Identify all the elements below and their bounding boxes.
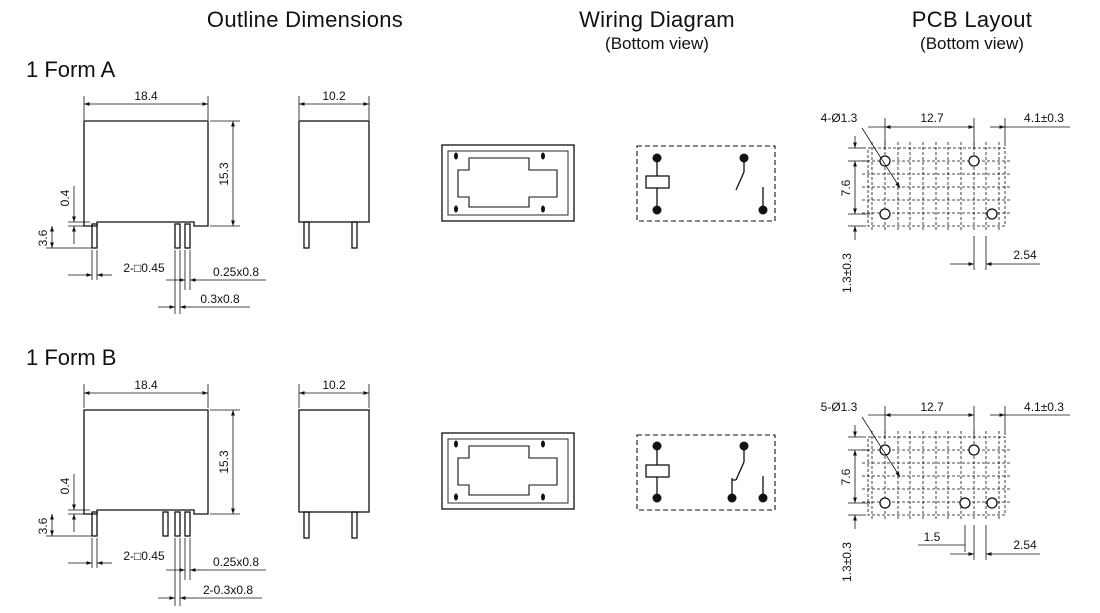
form-a-bottom-view (441, 144, 575, 222)
coil-symbol (645, 464, 670, 478)
side-pin (351, 511, 358, 539)
dim-height: 15.3 (217, 162, 231, 186)
dim-coil-pin: 2-□0.45 (123, 261, 165, 275)
wiring-diagram-subtitle: (Bottom view) (605, 34, 709, 53)
pcb-pitch-x: 12.7 (920, 111, 944, 125)
dim-contact-pin-1: 0.25x0.8 (213, 555, 259, 569)
coil-pin (91, 223, 98, 249)
form-a-front-dimensions (46, 96, 266, 314)
dim-height: 15.3 (217, 450, 231, 474)
switch-blade (735, 171, 745, 191)
pcb-offset-x: 4.1±0.3 (1024, 400, 1064, 414)
contact-pin (184, 511, 191, 537)
contact-pin (184, 223, 191, 249)
coil-pin (91, 511, 98, 537)
pcb-pin-gap: 1.5 (924, 530, 941, 544)
pcb-grid: 2.54 (1013, 248, 1037, 262)
pcb-pitch-y: 7.6 (839, 179, 853, 196)
dim-step: 0.4 (58, 189, 72, 206)
pcb-layout-title: PCB Layout (911, 7, 1033, 32)
pcb-edge: 1.3±0.3 (840, 542, 854, 582)
side-pin (351, 221, 358, 249)
form-b-front-dimensions (46, 384, 266, 606)
form-b-outline-side (298, 409, 370, 539)
relay-body-front (83, 120, 209, 227)
form-a-outline-front (83, 120, 209, 249)
form-b-bottom-view-dots (454, 440, 545, 501)
form-a-outline-side (298, 120, 370, 249)
wiring-diagram-title: Wiring Diagram (579, 7, 735, 32)
pcb-grid: 2.54 (1013, 538, 1037, 552)
outline-dimensions-title: Outline Dimensions (206, 7, 404, 32)
pcb-layout-subtitle: (Bottom view) (920, 34, 1024, 53)
pcb-offset-x: 4.1±0.3 (1024, 111, 1064, 125)
dim-pin-length: 3.6 (36, 229, 50, 246)
relay-body-front (83, 409, 209, 515)
coil-symbol (645, 175, 670, 189)
form-b-outline-front (83, 409, 209, 537)
relay-body-side (298, 409, 370, 513)
dim-depth: 10.2 (322, 378, 346, 392)
dim-coil-pin: 2-□0.45 (123, 549, 165, 563)
pcb-pitch-y: 7.6 (839, 468, 853, 485)
dim-contact-pin-1: 0.25x0.8 (213, 265, 259, 279)
dim-width: 18.4 (134, 378, 158, 392)
switch-blade (735, 461, 745, 481)
dim-depth: 10.2 (322, 89, 346, 103)
contact-pin (174, 511, 181, 537)
relay-body-side (298, 120, 370, 223)
form-a-bottom-view-dots (454, 152, 545, 213)
pcb-edge: 1.3±0.3 (840, 253, 854, 293)
dim-width: 18.4 (134, 89, 158, 103)
dim-contact-pin-2: 2-0.3x0.8 (203, 583, 253, 597)
form-b-pcb-layout (848, 406, 1070, 560)
contact-pin (174, 223, 181, 249)
dim-step: 0.4 (58, 477, 72, 494)
form-b-label: 1 Form B (26, 345, 117, 370)
contact-pin (162, 511, 169, 537)
pcb-pitch-x: 12.7 (920, 400, 944, 414)
form-a-label: 1 Form A (26, 57, 116, 82)
pcb-holes: 4-Ø1.3 (821, 111, 858, 125)
side-pin (303, 221, 310, 249)
dim-pin-length: 3.6 (36, 517, 50, 534)
pcb-holes: 5-Ø1.3 (821, 400, 858, 414)
form-b-bottom-view (441, 432, 575, 510)
side-pin (303, 511, 310, 539)
form-a-wiring-diagram (636, 145, 776, 222)
form-b-wiring-diagram (636, 434, 776, 511)
form-a-pcb-layout (848, 118, 1070, 270)
dim-contact-pin-2: 0.3x0.8 (200, 292, 240, 306)
